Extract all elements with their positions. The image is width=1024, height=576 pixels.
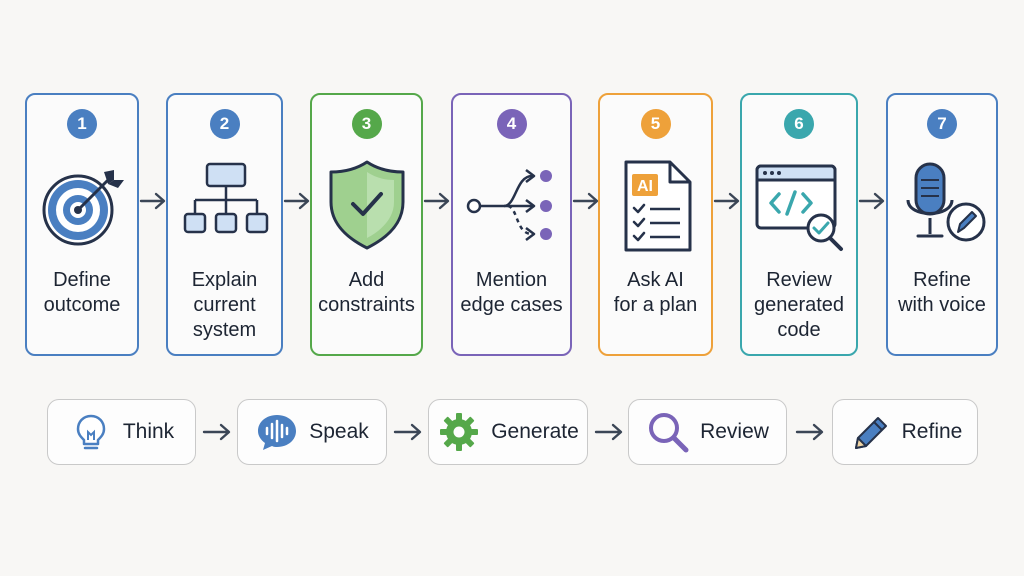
arrow-icon — [139, 191, 169, 211]
flow-pill-speak: Speak — [237, 399, 387, 465]
flow-label: Speak — [309, 420, 369, 443]
step-card-add-constraints: 3 Add constraints — [310, 93, 423, 356]
step-label: Mention edge cases — [460, 269, 563, 316]
step-label: Ask AI for a plan — [613, 269, 698, 316]
arrow-icon — [283, 191, 313, 211]
step-label: Add constraints — [318, 269, 415, 316]
flow-pill-generate: Generate — [428, 399, 588, 465]
svg-text:AI: AI — [637, 178, 653, 195]
steps-row: 1 Define outcome 2 — [25, 93, 998, 356]
org-chart-icon — [177, 158, 273, 254]
arrow-icon — [594, 422, 626, 442]
step-number-badge: 1 — [67, 109, 97, 139]
flow-label: Generate — [491, 420, 579, 443]
ai-document-icon: AI — [608, 158, 704, 254]
step-card-edge-cases: 4 Mention edge cases — [451, 93, 572, 356]
gear-icon — [437, 410, 481, 454]
branch-icon — [464, 158, 560, 254]
arrow-icon — [858, 191, 888, 211]
step-number-badge: 5 — [640, 109, 671, 139]
microphone-edit-icon — [894, 158, 990, 254]
arrow-icon — [202, 422, 234, 442]
step-card-explain-system: 2 Explain current system — [166, 93, 283, 356]
step-card-ask-ai: 5 AI Ask AI for a plan — [598, 93, 713, 356]
code-review-icon — [751, 158, 847, 254]
step-label: Review generated code — [753, 269, 845, 341]
lightbulb-icon — [69, 410, 113, 454]
pencil-icon — [848, 410, 892, 454]
step-number-badge: 3 — [351, 109, 382, 139]
flow-pill-review: Review — [628, 399, 787, 465]
arrow-icon — [795, 422, 827, 442]
arrow-icon — [393, 422, 425, 442]
step-label: Define outcome — [43, 269, 121, 316]
arrow-icon — [423, 191, 453, 211]
step-label: Refine with voice — [898, 269, 986, 316]
flow-pill-think: Think — [47, 399, 196, 465]
step-label: Explain current system — [191, 269, 258, 341]
step-number-badge: 7 — [927, 109, 957, 139]
flow-pill-refine: Refine — [832, 399, 978, 465]
flow-label: Think — [122, 420, 175, 443]
flow-row: Think Speak — [0, 395, 1024, 470]
magnifier-icon — [646, 410, 690, 454]
arrow-icon — [572, 191, 602, 211]
flow-label: Review — [700, 420, 769, 443]
step-card-review-code: 6 Review generated code — [740, 93, 858, 356]
speech-bubble-icon — [255, 410, 299, 454]
arrow-icon — [713, 191, 743, 211]
step-number-badge: 4 — [496, 109, 527, 139]
step-number-badge: 6 — [784, 109, 814, 139]
step-number-badge: 2 — [209, 109, 240, 139]
target-icon — [34, 158, 130, 254]
shield-check-icon — [319, 158, 415, 254]
flow-label: Refine — [901, 420, 963, 443]
step-card-define-outcome: 1 Define outcome — [25, 93, 139, 356]
step-card-refine-voice: 7 Refine with voice — [886, 93, 998, 356]
